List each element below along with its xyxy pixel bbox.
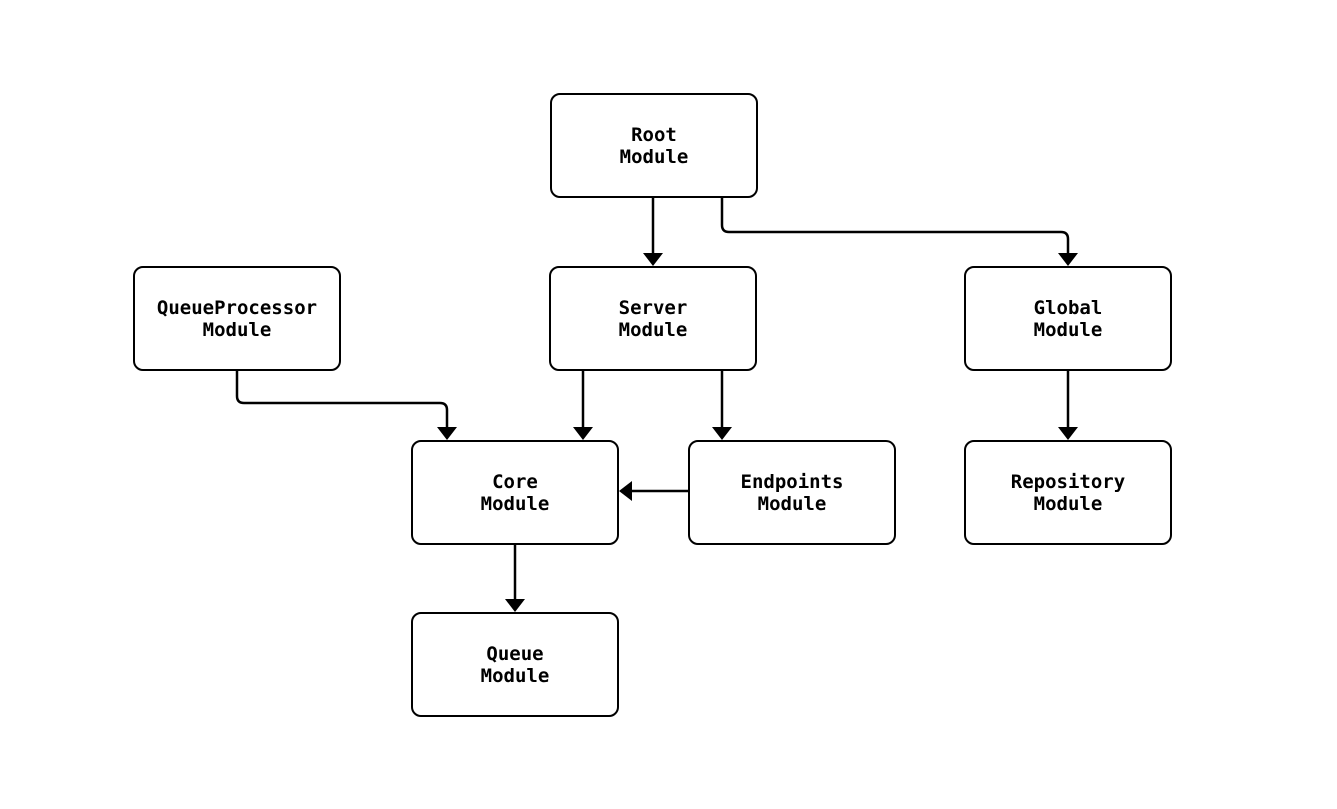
arrowhead-endpoints-to-core	[619, 481, 632, 501]
node-label-line: Module	[619, 145, 689, 168]
node-label-line: QueueProcessor	[156, 296, 318, 319]
arrowhead-root-to-server	[643, 253, 663, 266]
arrowhead-queueprocessor-to-core	[437, 427, 457, 440]
node-label-line: Module	[480, 664, 550, 687]
node-label-line: Queue	[486, 642, 544, 665]
arrowhead-core-to-queue	[505, 599, 525, 612]
node-label-line: Module	[757, 492, 827, 515]
node-label-line: Module	[1033, 492, 1103, 515]
arrowhead-server-to-core	[573, 427, 593, 440]
edge-queueprocessor-to-core	[235, 371, 449, 427]
node-label-line: Module	[480, 492, 550, 515]
edge-root-to-global	[720, 198, 1070, 253]
node-label-line: Module	[618, 318, 688, 341]
node-label-line: Endpoints	[740, 470, 844, 493]
arrowhead-root-to-global	[1058, 253, 1078, 266]
node-label-line: Root	[631, 123, 677, 146]
node-label-line: Repository	[1010, 470, 1126, 493]
node-label-line: Module	[1033, 318, 1103, 341]
arrowhead-global-to-repository	[1058, 427, 1078, 440]
node-label-line: Module	[202, 318, 272, 341]
node-label-line: Server	[618, 296, 688, 319]
node-label-line: Global	[1033, 296, 1103, 319]
node-label-line: Core	[492, 470, 538, 493]
arrowhead-server-to-endpoints	[712, 427, 732, 440]
